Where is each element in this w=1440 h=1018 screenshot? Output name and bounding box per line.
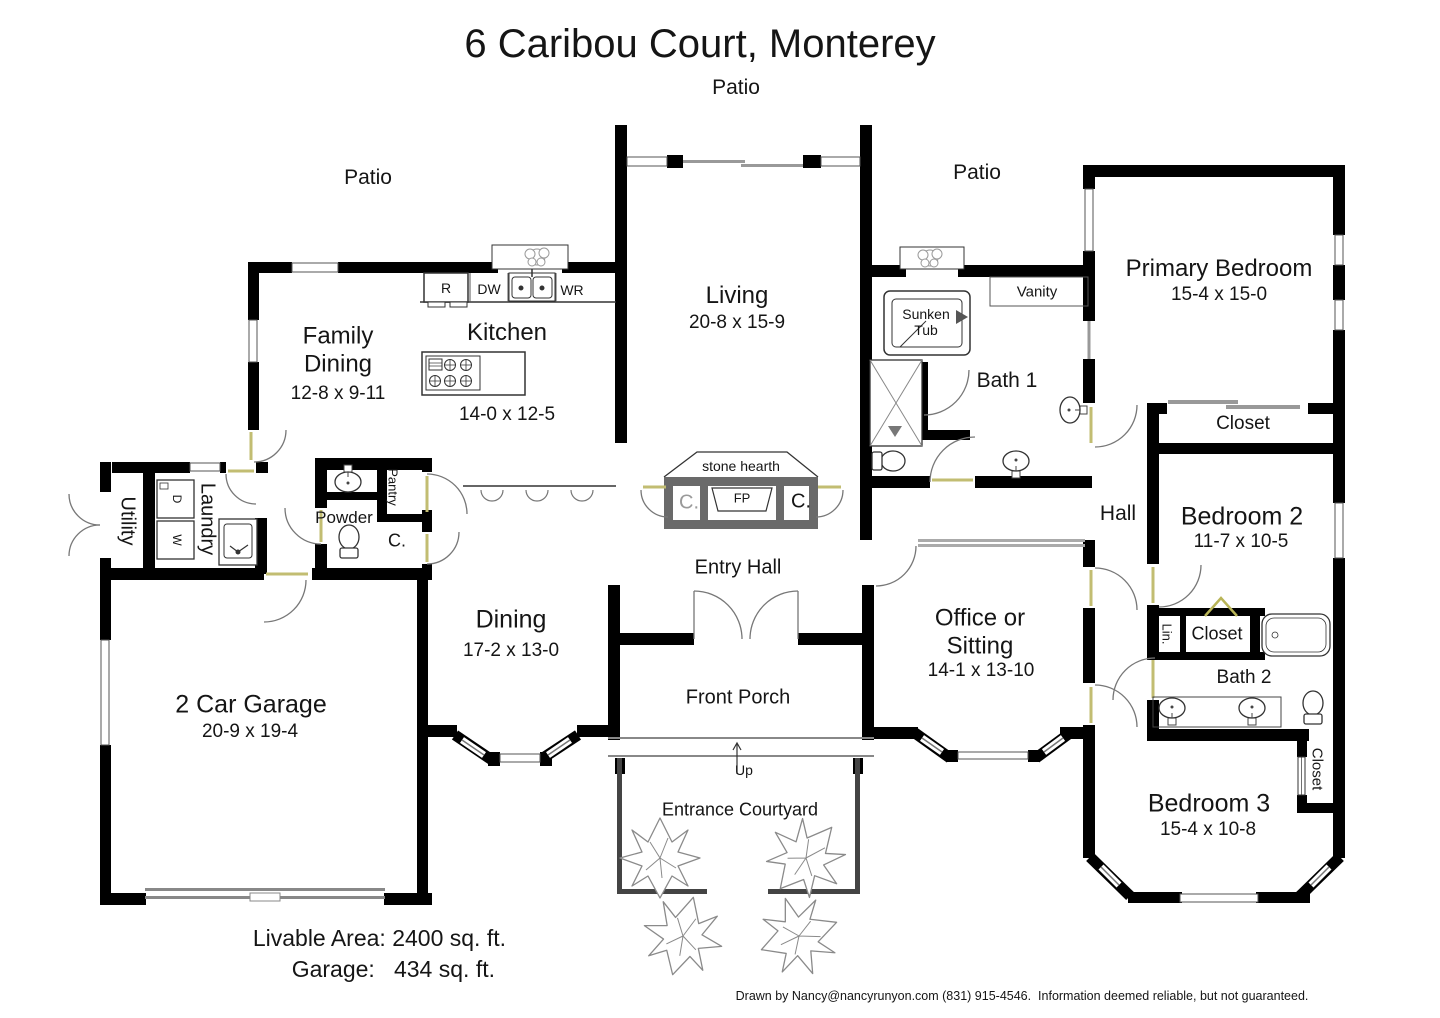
room-label-dining: Dining — [475, 605, 547, 634]
room-label-living: Living — [705, 282, 769, 310]
feature-label-stone-hearth: stone hearth — [702, 457, 780, 474]
feature-label-vanity: Vanity — [1016, 283, 1058, 301]
shower-icon — [869, 359, 923, 447]
feature-label-closet-abbr-pantry: C. — [388, 530, 406, 551]
page-title: 6 Caribou Court, Monterey — [464, 22, 936, 66]
eating-bar — [463, 485, 616, 502]
bifold-door — [1204, 596, 1238, 617]
room-dims-bedroom3: 15-4 x 10-8 — [1159, 819, 1257, 841]
room-dims-dining: 17-2 x 13-0 — [462, 640, 560, 662]
room-label-bedroom2: Bedroom 2 — [1180, 502, 1304, 531]
room-dims-garage: 20-9 x 19-4 — [201, 721, 299, 743]
appliance-label-dishwasher: DW — [477, 280, 501, 297]
doors-layer — [68, 369, 1306, 796]
washer-icon — [156, 520, 195, 560]
bathtub-icon — [1261, 613, 1331, 657]
feature-label-sunken-tub: Sunken Tub — [902, 305, 950, 338]
laundry-sink-icon — [218, 518, 258, 566]
feature-label-linen: Lin. — [1159, 623, 1175, 645]
room-label-hall: Hall — [1099, 501, 1137, 525]
feature-label-closet-abbr-hearth-right: C. — [791, 490, 811, 513]
sunken-tub-icon — [883, 290, 971, 356]
room-label-powder: Powder — [315, 508, 373, 528]
room-dims-office: 14-1 x 13-10 — [927, 660, 1035, 682]
patio-right-label: Patio — [953, 160, 1001, 184]
kitchen-sink-icon — [508, 268, 556, 302]
room-dims-primary-bedroom: 15-4 x 15-0 — [1170, 284, 1268, 306]
stone-hearth — [663, 451, 819, 529]
room-label-pantry: Pantry — [385, 468, 401, 506]
toilet-icon — [871, 450, 906, 472]
toilet-icon — [1302, 690, 1324, 725]
feature-label-closet-hall: Closet — [1191, 623, 1243, 644]
cooktop-icon — [421, 351, 526, 396]
patio-left-label: Patio — [344, 165, 392, 189]
sink-icon — [1059, 396, 1088, 424]
feature-label-closet-primary: Closet — [1216, 413, 1270, 435]
livable-area-text: Livable Area: 2400 sq. ft. — [252, 925, 506, 951]
room-label-entry-hall: Entry Hall — [694, 556, 782, 579]
garage-door — [145, 888, 385, 902]
label-up: Up — [735, 761, 753, 778]
walls-layer — [100, 125, 1345, 905]
bay-windows — [460, 735, 1332, 888]
appliance-label-wr: WR — [560, 281, 584, 298]
room-label-office: Office or Sitting — [934, 604, 1026, 659]
room-label-garage: 2 Car Garage — [175, 690, 327, 719]
room-dims-bedroom2: 11-7 x 10-5 — [1193, 531, 1289, 553]
appliance-label-washer: W — [169, 534, 184, 546]
tree-icon — [619, 817, 701, 899]
sink-icon — [1002, 450, 1030, 479]
room-label-family-dining: Family Dining — [302, 322, 374, 377]
room-label-laundry: Laundry — [196, 482, 219, 556]
garage-area-text: Garage: 434 sq. ft. — [291, 956, 495, 982]
tree-icon — [747, 884, 851, 988]
toilet-icon — [338, 524, 360, 559]
room-label-bedroom3: Bedroom 3 — [1147, 789, 1271, 818]
credit-text: Drawn by Nancy@nancyrunyon.com (831) 915… — [735, 988, 1309, 1003]
feature-label-closet-bedroom3: Closet — [1308, 747, 1326, 791]
label-front-porch: Front Porch — [685, 686, 791, 709]
room-label-bath2: Bath 2 — [1216, 667, 1272, 689]
label-entrance-courtyard: Entrance Courtyard — [661, 799, 819, 820]
room-dims-kitchen: 14-0 x 12-5 — [458, 404, 556, 426]
garden-window — [491, 244, 569, 270]
tree-icon — [633, 886, 733, 986]
refrigerator-icon — [423, 272, 469, 308]
feature-label-fireplace: FP — [733, 490, 751, 506]
planter-window — [899, 246, 965, 270]
room-label-primary-bedroom: Primary Bedroom — [1125, 255, 1313, 283]
room-label-utility: Utility — [116, 496, 139, 546]
fixtures-layer — [156, 244, 1331, 988]
appliance-label-refrigerator: R — [440, 279, 452, 296]
bath2-counter — [1152, 696, 1282, 728]
vanity-counter — [989, 276, 1089, 307]
fireplace-icon — [711, 487, 773, 512]
louvre-door — [1297, 756, 1306, 796]
patio-top-label: Patio — [712, 75, 760, 99]
sink-icon — [1238, 697, 1266, 726]
sink-icon — [1158, 697, 1186, 726]
room-dims-family-dining: 12-8 x 9-11 — [290, 383, 386, 405]
room-dims-living: 20-8 x 15-9 — [688, 312, 786, 334]
room-label-bath1: Bath 1 — [976, 368, 1038, 392]
feature-label-closet-abbr-hearth-left: C. — [679, 491, 699, 514]
stairs-up-arrow-icon — [732, 741, 742, 774]
appliance-label-dryer: D — [169, 494, 184, 504]
room-label-kitchen: Kitchen — [466, 319, 548, 347]
